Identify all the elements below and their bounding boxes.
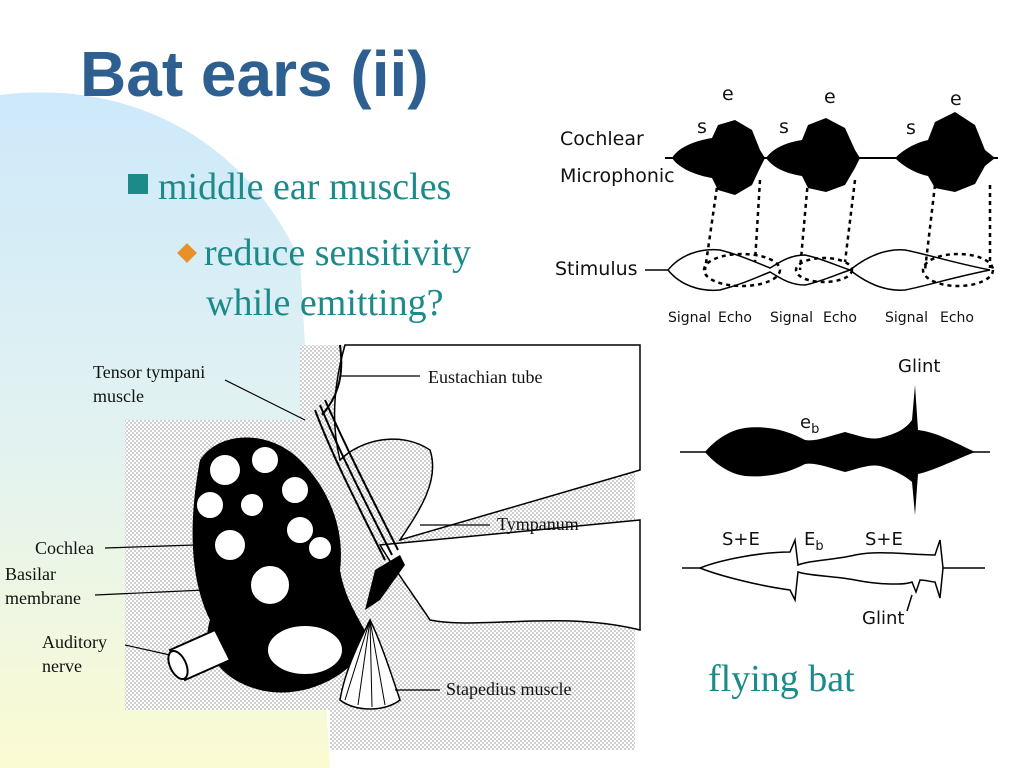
e-label-3: e (950, 88, 962, 110)
glint-top-label: Glint (898, 356, 940, 377)
sub-bullet-item: reduce sensitivity while emitting? (176, 228, 471, 328)
s-label-1: s (697, 116, 707, 138)
sub-bullet-line1: reduce sensitivity (204, 232, 471, 274)
e-label-2: e (824, 86, 836, 108)
s-label-2: s (779, 116, 789, 138)
eb-top-label: eb (800, 412, 819, 437)
echo-label-3: Echo (940, 310, 974, 326)
signal-label-2: Signal (770, 310, 813, 326)
auditory-label-1: Auditory (42, 632, 107, 652)
s-label-3: s (906, 117, 916, 139)
basilar-label-1: Basilar (5, 564, 56, 584)
tympanum-label: Tympanum (497, 514, 579, 534)
tensor-label-1: Tensor tympani (93, 362, 205, 382)
tensor-label-2: muscle (93, 386, 144, 406)
sub-bullet-line2: while emitting? (206, 282, 444, 324)
flying-bat-caption: flying bat (708, 658, 855, 700)
echo-label-2: Echo (823, 310, 857, 326)
bullet-item: middle ear muscles (128, 165, 451, 209)
eustachian-label: Eustachian tube (428, 367, 542, 387)
se-label-1: S+E (722, 529, 760, 550)
basilar-label-2: membrane (5, 588, 81, 608)
microphonic-label: Microphonic (560, 165, 675, 187)
slide-title: Bat ears (ii) (80, 38, 429, 110)
auditory-label-2: nerve (42, 656, 82, 676)
echo-label-1: Echo (718, 310, 752, 326)
se-label-2: S+E (865, 529, 903, 550)
e-label-1: e (722, 83, 734, 105)
bullet-text: middle ear muscles (158, 166, 452, 208)
glint-bottom-label: Glint (862, 608, 904, 629)
signal-label-3: Signal (885, 310, 928, 326)
stimulus-label: Stimulus (555, 258, 638, 280)
square-bullet-icon (128, 174, 148, 194)
cochlear-label: Cochlear (560, 128, 644, 150)
signal-label-1: Signal (668, 310, 711, 326)
stapedius-label: Stapedius muscle (446, 679, 571, 699)
cochlea-label: Cochlea (35, 538, 94, 558)
eb-mid-label: Eb (804, 529, 824, 554)
